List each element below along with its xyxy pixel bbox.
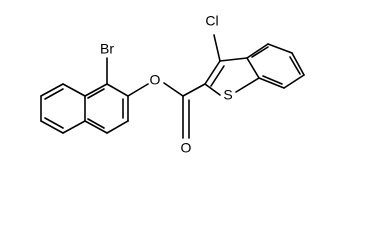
ester-linkage: O O (127, 72, 206, 156)
chemical-structure-diagram: Br O O S Cl (40, 13, 305, 156)
ester-oxygen-label: O (150, 72, 161, 88)
carbonyl-oxygen-label: O (181, 140, 192, 156)
naphthalene-ring-system (40, 83, 129, 134)
benzothiophene-ring-system: S (204, 43, 305, 103)
bromine-atom-label: Br (100, 41, 114, 57)
sulfur-atom-label: S (223, 87, 232, 103)
chlorine-atom-label: Cl (205, 13, 218, 29)
bromo-substituent: Br (100, 41, 114, 85)
chloro-substituent: Cl (205, 13, 221, 62)
